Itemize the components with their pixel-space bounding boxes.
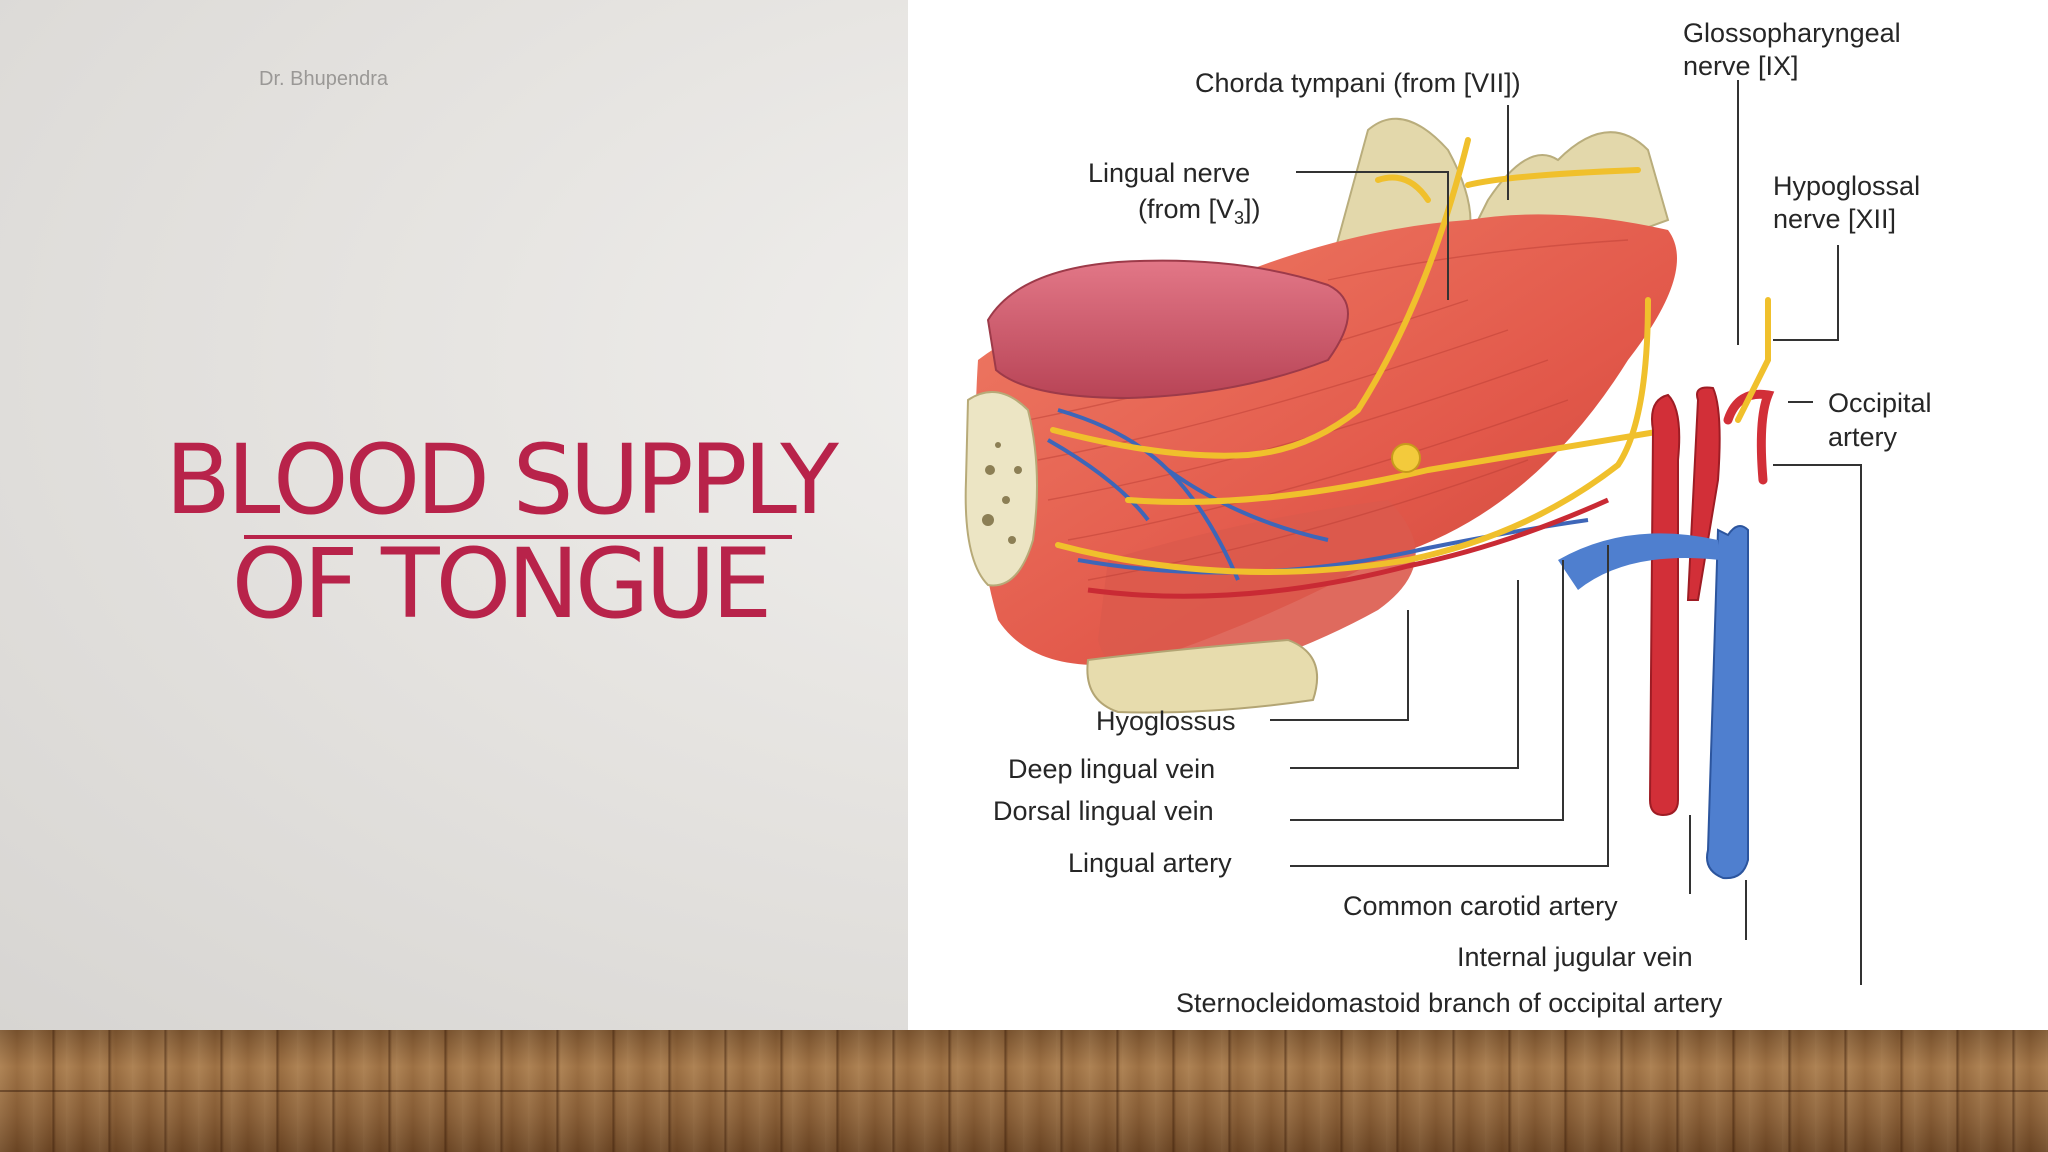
title-line-1: BLOOD SUPPLY xyxy=(165,424,839,536)
author-name: Dr. Bhupendra xyxy=(259,68,388,90)
label-glossopharyngeal-2: nerve [IX] xyxy=(1683,51,1799,81)
occipital-artery-vessel xyxy=(1723,389,1775,485)
diagram-panel: Glossopharyngeal nerve [IX] Chorda tympa… xyxy=(908,0,2048,1030)
label-hyoglossus: Hyoglossus xyxy=(1096,706,1236,736)
label-dorsal-lingual-vein: Dorsal lingual vein xyxy=(993,796,1214,826)
label-chorda-tympani: Chorda tympani (from [VII]) xyxy=(1195,68,1521,98)
slide-title: BLOOD SUPPLY OF TONGUE xyxy=(100,428,900,636)
internal-jugular-vessel xyxy=(1706,525,1749,880)
label-glossopharyngeal: Glossopharyngeal xyxy=(1683,18,1901,48)
label-hypoglossal-2: nerve [XII] xyxy=(1773,204,1896,234)
nerves xyxy=(1050,137,1671,575)
title-line-2: OF TONGUE xyxy=(231,528,773,640)
hypoglossal-nerve-trunk xyxy=(1735,297,1771,423)
leader-lines xyxy=(1270,80,1862,985)
label-hypoglossal: Hypoglossal xyxy=(1773,171,1920,201)
label-internal-jugular: Internal jugular vein xyxy=(1457,942,1693,972)
title-underline xyxy=(244,535,792,539)
label-occipital: Occipital xyxy=(1828,388,1932,418)
floor-seam xyxy=(0,1090,2048,1092)
external-carotid xyxy=(1686,386,1721,601)
bone-marrow-dots xyxy=(982,442,1022,544)
label-occipital-2: artery xyxy=(1828,422,1898,452)
carotid-arteries xyxy=(1648,393,1681,817)
tongue-anatomy-diagram: Glossopharyngeal nerve [IX] Chorda tympa… xyxy=(964,18,1932,1018)
tongue-dorsum xyxy=(986,259,1349,400)
label-deep-lingual-vein: Deep lingual vein xyxy=(1008,754,1215,784)
label-lingual-artery: Lingual artery xyxy=(1068,848,1232,878)
slide-background: Dr. Bhupendra BLOOD SUPPLY OF TONGUE xyxy=(0,0,2048,1030)
lingual-artery-vessel xyxy=(1087,497,1610,599)
facial-vein-branch xyxy=(1558,533,1720,590)
mandible-section xyxy=(964,391,1038,587)
label-sternocleidomastoid: Sternocleidomastoid branch of occipital … xyxy=(1176,988,1723,1018)
hyoid-bone xyxy=(1086,638,1319,714)
submandibular-ganglion xyxy=(1391,443,1421,473)
label-lingual-nerve: Lingual nerve xyxy=(1088,158,1250,188)
label-common-carotid: Common carotid artery xyxy=(1343,891,1618,921)
label-lingual-nerve-2: (from [V3]) xyxy=(1138,194,1261,228)
wooden-floor xyxy=(0,1030,2048,1152)
